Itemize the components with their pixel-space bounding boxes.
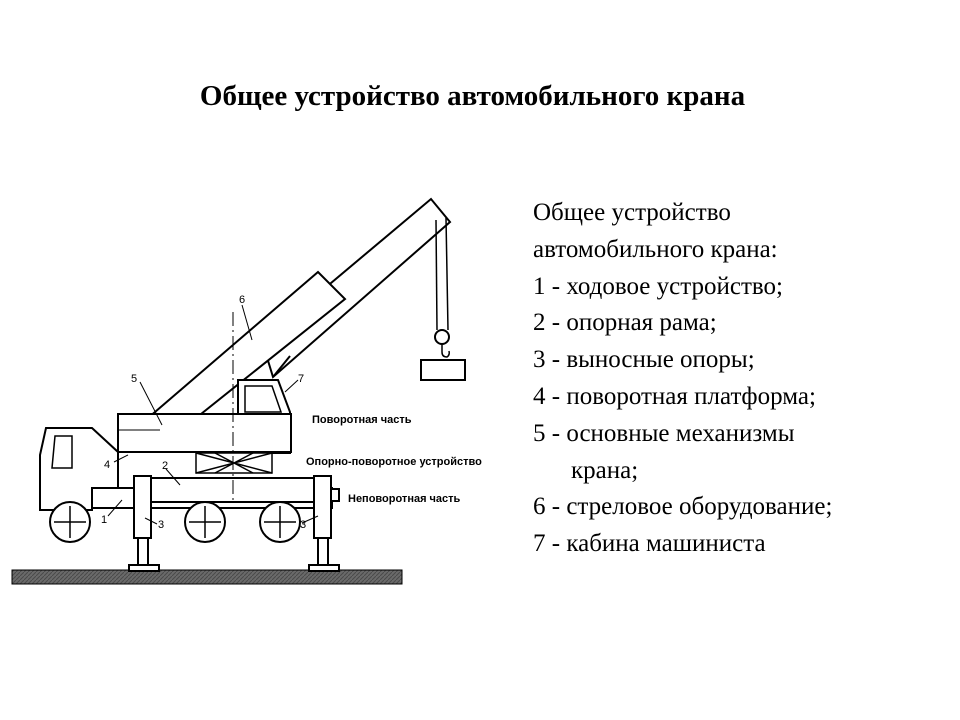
legend-item-1: 1 - ходовое устройство; [533, 272, 783, 300]
label-part-3-right: 3 [300, 519, 306, 531]
label-part-3-left: 3 [158, 519, 164, 531]
leader-lines [107, 304, 319, 525]
legend-heading-line1: Общее устройство [533, 199, 731, 226]
hook-block [420, 217, 466, 381]
label-rotating-part: Поворотная часть [312, 414, 412, 426]
label-part-5: 5 [131, 373, 137, 385]
label-part-2: 2 [162, 460, 168, 472]
page-title: Общее устройство автомобильного крана [199, 80, 746, 112]
outrigger-left [128, 475, 160, 572]
wheels [49, 501, 301, 543]
label-fixed-part: Неповоротная часть [348, 493, 461, 505]
legend-item-3: 3 - выносные опоры; [533, 346, 755, 374]
wheel-rear-1 [184, 501, 226, 543]
legend: Общее устройство автомобильного крана: 1… [533, 195, 832, 563]
load [420, 359, 466, 381]
ground [11, 569, 403, 585]
wheel-rear-2 [259, 501, 301, 543]
label-part-1: 1 [101, 514, 107, 526]
outrigger-right [308, 475, 340, 572]
label-part-6: 6 [239, 294, 245, 306]
label-part-4: 4 [104, 459, 110, 471]
wheel-front [49, 501, 91, 543]
legend-item-4: 4 - поворотная платформа; [533, 382, 816, 410]
chassis [91, 477, 340, 509]
legend-item-5-cont: крана; [571, 456, 639, 484]
boom [145, 197, 452, 419]
label-part-7: 7 [298, 373, 304, 385]
legend-item-2: 2 - опорная рама; [533, 309, 717, 337]
boom-hinge [272, 355, 291, 378]
legend-item-5: 5 - основные механизмы [533, 419, 795, 447]
legend-item-6: 6 - стреловое оборудование; [533, 493, 833, 521]
truck-cabin [39, 427, 119, 511]
label-bearing-device: Опорно-поворотное устройство [306, 456, 482, 468]
slewing-bearing [195, 452, 273, 474]
legend-heading-line2: автомобильного крана: [533, 235, 778, 263]
rotating-platform [117, 413, 292, 453]
legend-item-7: 7 - кабина машиниста [533, 530, 766, 558]
